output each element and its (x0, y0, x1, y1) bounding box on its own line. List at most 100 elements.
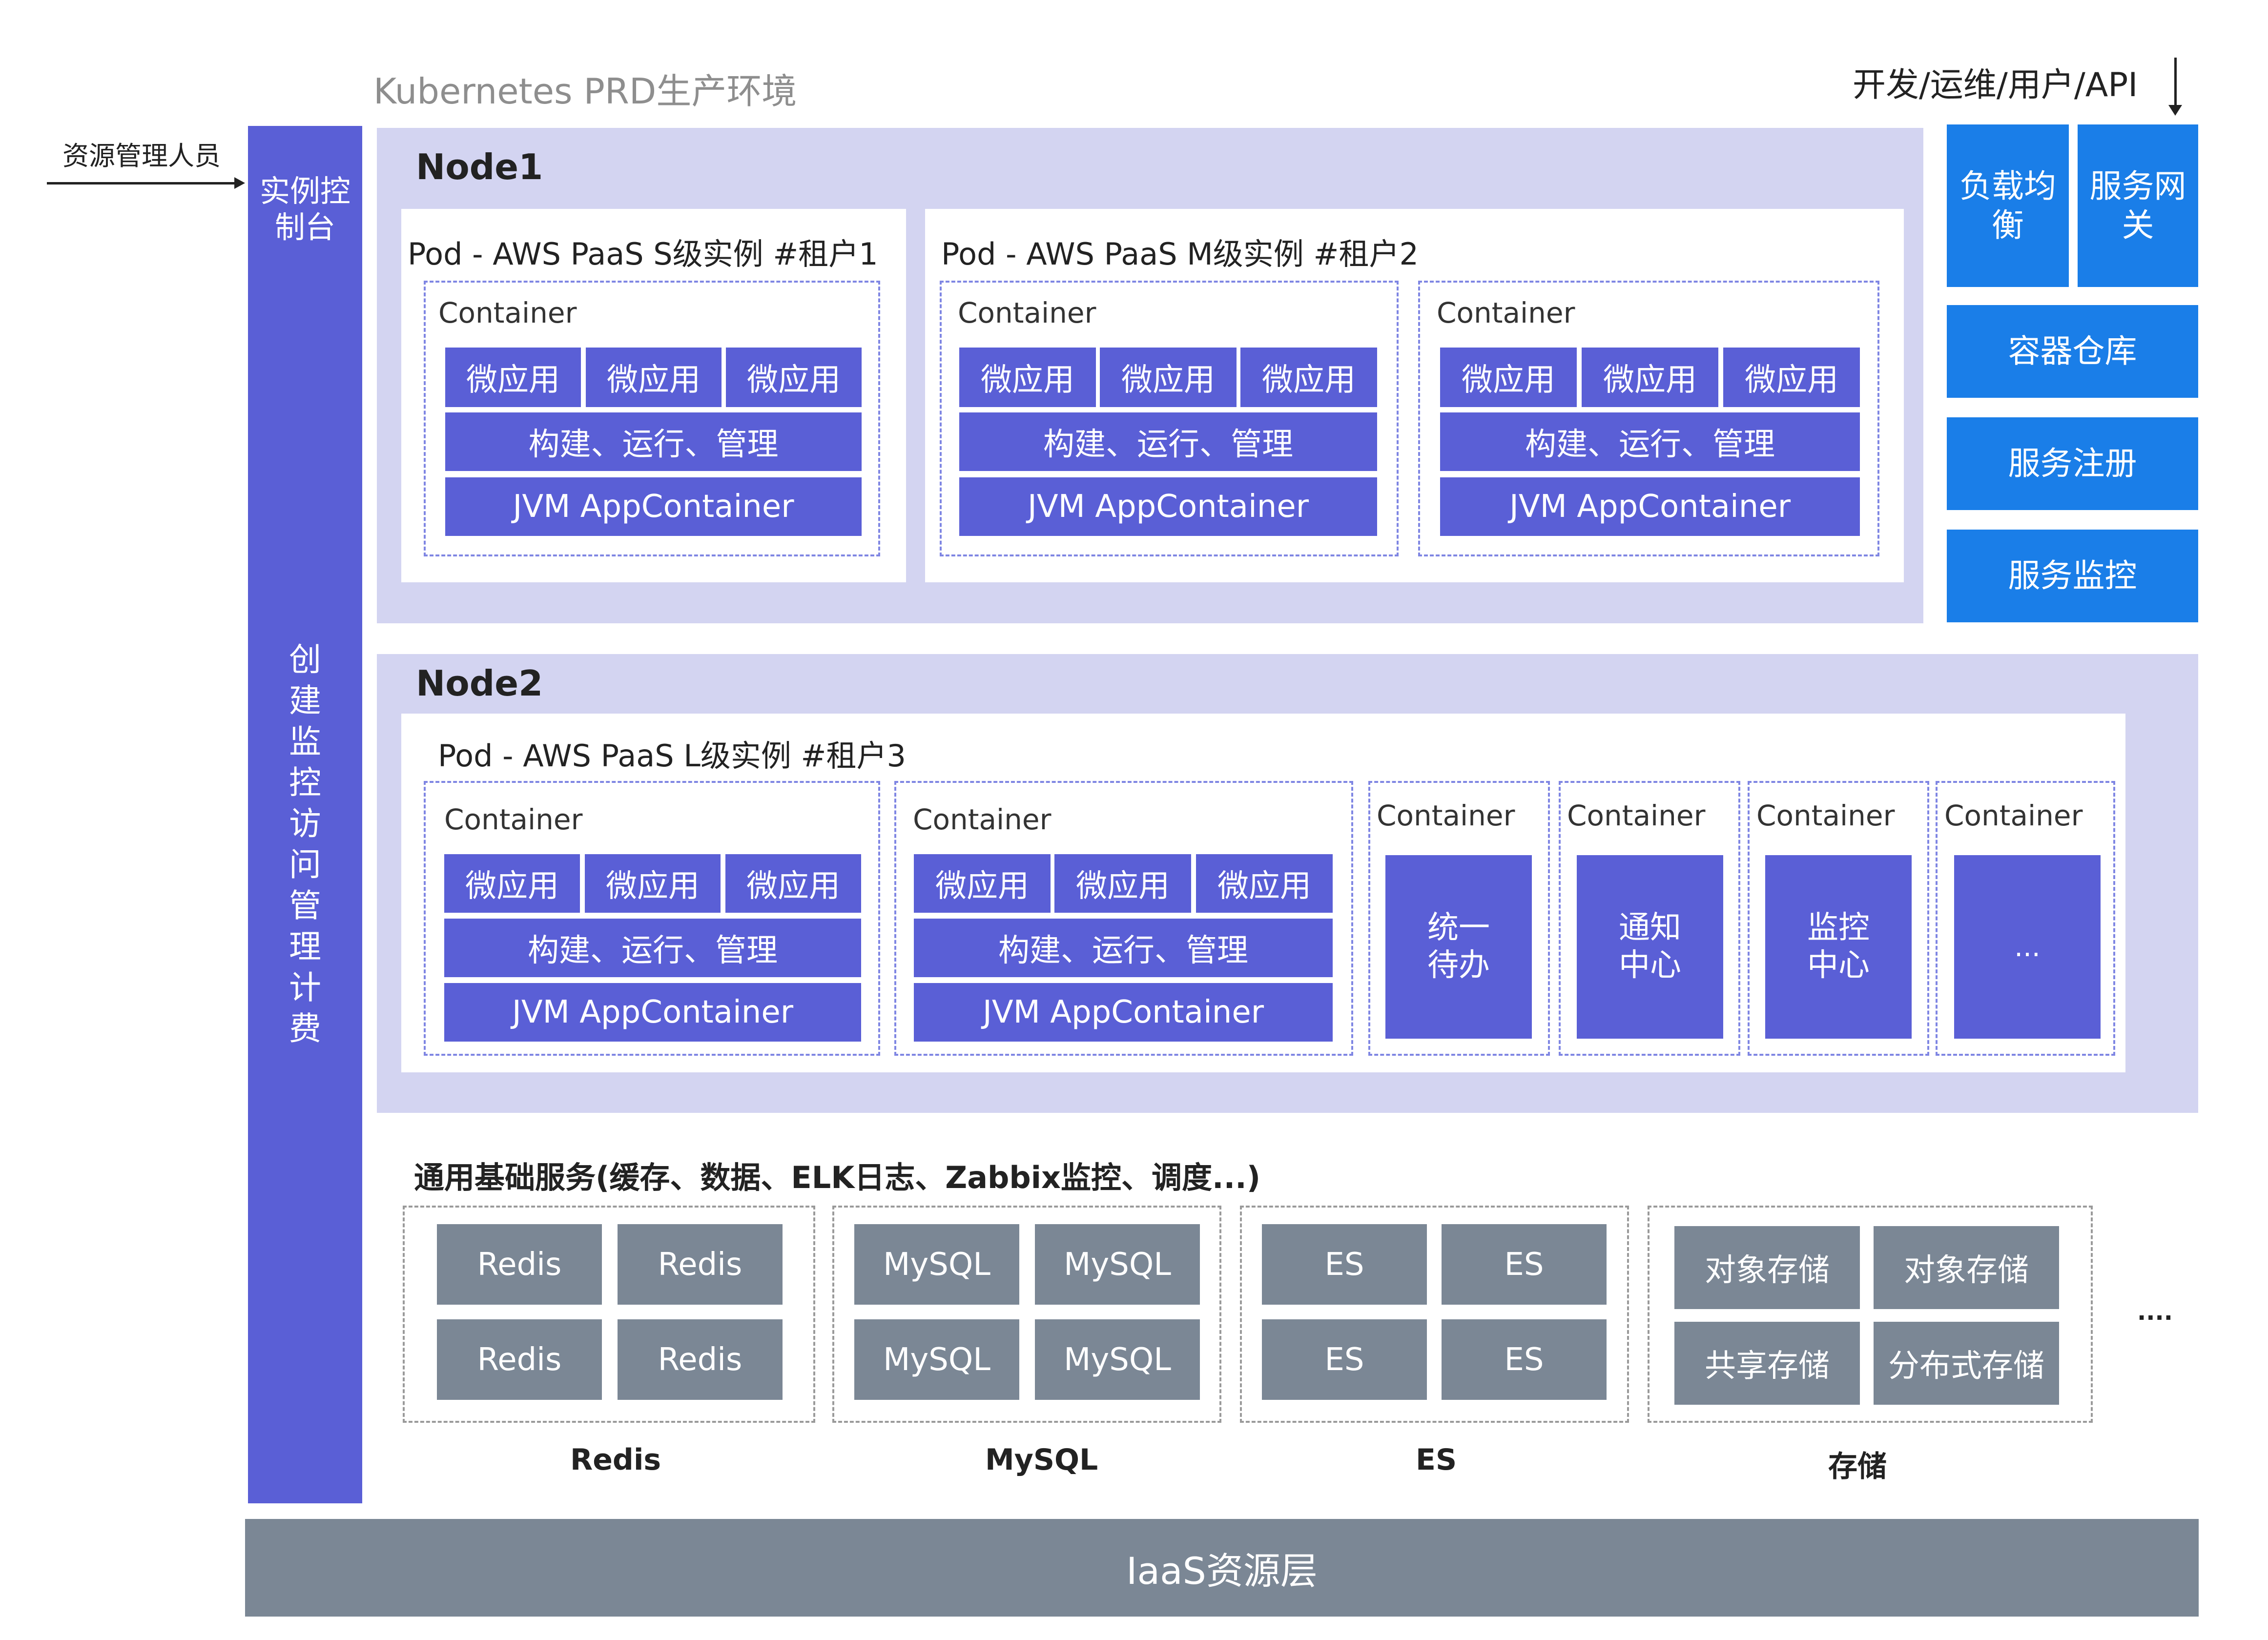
micro-app-label: 微应用 (1462, 362, 1555, 398)
container-label: Container (1377, 799, 1515, 832)
redis-node[interactable]: Redis (437, 1319, 602, 1400)
micro-app-label: 微应用 (607, 362, 701, 398)
node2-title: Node2 (416, 663, 543, 704)
build-run-label: 构建、运行、管理 (528, 933, 778, 969)
storage-group (1648, 1206, 2093, 1423)
es-node[interactable]: ES (1262, 1224, 1427, 1305)
redis-node-label: Redis (658, 1246, 742, 1283)
micro-app[interactable]: 微应用 (445, 348, 581, 407)
jvm-app-container[interactable]: JVM AppContainer (1440, 477, 1860, 536)
storage-node[interactable]: 分布式存储 (1874, 1322, 2059, 1405)
container-label: Container (1944, 799, 2083, 832)
micro-app[interactable]: 微应用 (725, 854, 861, 913)
es-node[interactable]: ES (1442, 1224, 1607, 1305)
es-node-label: ES (1504, 1246, 1544, 1283)
micro-app-label: 微应用 (466, 362, 560, 398)
resource-admin-label: 资源管理人员 (62, 141, 221, 171)
build-run-manage[interactable]: 构建、运行、管理 (1440, 412, 1860, 471)
micro-app-label: 微应用 (1121, 362, 1215, 398)
env-title: Kubernetes PRD生产环境 (373, 71, 797, 112)
micro-app[interactable]: 微应用 (1240, 348, 1377, 407)
micro-app[interactable]: 微应用 (444, 854, 580, 913)
mysql-node[interactable]: MySQL (854, 1224, 1019, 1305)
storage-node[interactable]: 对象存储 (1874, 1226, 2059, 1309)
redis-node-label: Redis (477, 1246, 562, 1283)
redis-node[interactable]: Redis (618, 1319, 783, 1400)
es-node-label: ES (1324, 1341, 1364, 1378)
build-run-manage[interactable]: 构建、运行、管理 (444, 919, 861, 977)
storage-node[interactable]: 共享存储 (1674, 1322, 1860, 1405)
micro-app[interactable]: 微应用 (1100, 348, 1237, 407)
redis-node-label: Redis (477, 1341, 562, 1378)
micro-app[interactable]: 微应用 (1723, 348, 1860, 407)
jvm-label: JVM AppContainer (512, 994, 793, 1030)
build-run-manage[interactable]: 构建、运行、管理 (959, 412, 1377, 471)
jvm-app-container[interactable]: JVM AppContainer (959, 477, 1377, 536)
service-monitoring[interactable]: 服务监控 (1947, 530, 2198, 622)
container-box (1748, 781, 1929, 1056)
micro-app[interactable]: 微应用 (585, 854, 721, 913)
es-node[interactable]: ES (1442, 1319, 1607, 1400)
iaas-layer: IaaS资源层 (245, 1519, 2199, 1617)
build-run-label: 构建、运行、管理 (1525, 427, 1775, 463)
container-label: Container (1437, 296, 1575, 329)
right-arrow-icon (47, 182, 235, 184)
micro-app[interactable]: 微应用 (959, 348, 1096, 407)
service-registry[interactable]: 服务注册 (1947, 417, 2198, 510)
micro-app[interactable]: 微应用 (1440, 348, 1577, 407)
jvm-app-container[interactable]: JVM AppContainer (444, 983, 861, 1042)
micro-app-label: 微应用 (1603, 362, 1697, 398)
build-run-manage[interactable]: 构建、运行、管理 (445, 412, 862, 471)
base-services-title: 通用基础服务(缓存、数据、ELK日志、Zabbix监控、调度...) (414, 1160, 1261, 1195)
more-container[interactable]: ... (1954, 855, 2101, 1039)
monitoring-center-label: 监控中心 (1807, 910, 1870, 984)
container-box (424, 281, 880, 556)
redis-node[interactable]: Redis (437, 1224, 602, 1305)
container-box (1368, 781, 1550, 1056)
micro-app[interactable]: 微应用 (1582, 348, 1718, 407)
service-monitoring-label: 服务监控 (2008, 557, 2137, 595)
micro-app-label: 微应用 (1745, 362, 1838, 398)
monitoring-center[interactable]: 监控中心 (1765, 855, 1912, 1039)
container-registry[interactable]: 容器仓库 (1947, 305, 2198, 398)
build-run-label: 构建、运行、管理 (528, 427, 779, 463)
micro-app-label: 微应用 (1262, 362, 1356, 398)
mysql-node[interactable]: MySQL (1035, 1319, 1200, 1400)
container-box (424, 781, 880, 1056)
notification-center[interactable]: 通知中心 (1577, 855, 1723, 1039)
iaas-layer-label: IaaS资源层 (1126, 1549, 1318, 1593)
mysql-node-label: MySQL (883, 1246, 990, 1283)
micro-app[interactable]: 微应用 (1196, 854, 1333, 913)
micro-app[interactable]: 微应用 (914, 854, 1051, 913)
load-balancer-label: 负载均衡 (1959, 167, 2056, 244)
mysql-node-label: MySQL (1064, 1341, 1171, 1378)
container-label: Container (1756, 799, 1895, 832)
jvm-app-container[interactable]: JVM AppContainer (914, 983, 1333, 1042)
micro-app[interactable]: 微应用 (726, 348, 862, 407)
micro-app[interactable]: 微应用 (1054, 854, 1191, 913)
storage-node-label: 对象存储 (1705, 1252, 1830, 1289)
build-run-label: 构建、运行、管理 (998, 933, 1248, 969)
micro-app-label: 微应用 (747, 362, 841, 398)
redis-node[interactable]: Redis (618, 1224, 783, 1305)
console-functions: 创建监控访问管理计费 (289, 641, 321, 1047)
load-balancer[interactable]: 负载均衡 (1947, 124, 2069, 287)
build-run-manage[interactable]: 构建、运行、管理 (914, 919, 1333, 977)
pod-tenant2-title: Pod - AWS PaaS M级实例 #租户2 (941, 236, 1419, 272)
service-gateway[interactable]: 服务网关 (2078, 124, 2198, 287)
mysql-node[interactable]: MySQL (854, 1319, 1019, 1400)
es-group (1240, 1206, 1629, 1423)
storage-node[interactable]: 对象存储 (1674, 1226, 1860, 1309)
container-label: Container (444, 803, 583, 836)
es-node[interactable]: ES (1262, 1319, 1427, 1400)
jvm-label: JVM AppContainer (1028, 489, 1309, 525)
jvm-app-container[interactable]: JVM AppContainer (445, 477, 862, 536)
micro-app[interactable]: 微应用 (586, 348, 722, 407)
mysql-node[interactable]: MySQL (1035, 1224, 1200, 1305)
container-box (1936, 781, 2115, 1056)
jvm-label: JVM AppContainer (1509, 489, 1791, 525)
instance-console-bar[interactable] (248, 126, 362, 1503)
container-registry-label: 容器仓库 (2008, 332, 2137, 370)
todo-center[interactable]: 统一待办 (1385, 855, 1532, 1039)
es-node-label: ES (1504, 1341, 1544, 1378)
